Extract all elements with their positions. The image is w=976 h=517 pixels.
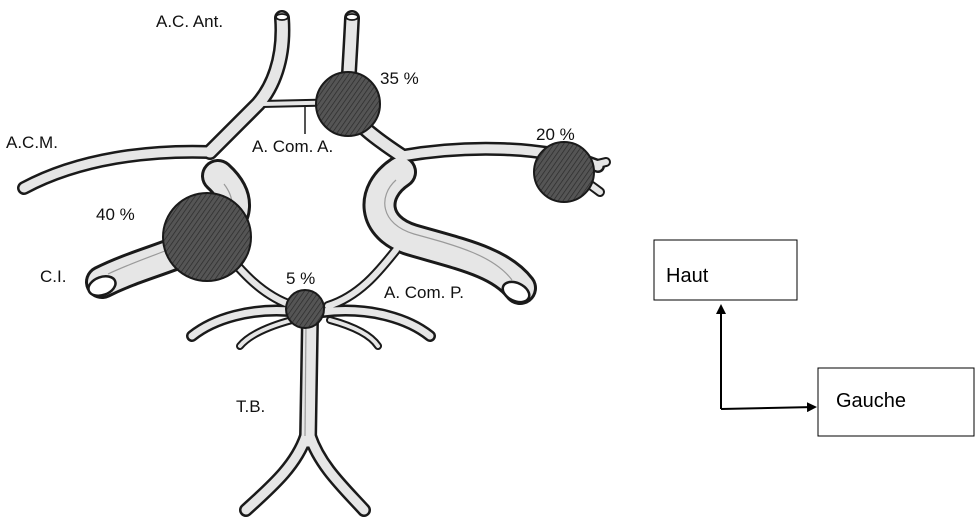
aneurysm-tb	[286, 290, 324, 328]
label-ci: C.I.	[40, 267, 66, 286]
percent-tb: 5 %	[286, 269, 315, 288]
label-acm: A.C.M.	[6, 133, 58, 152]
aneurysm-ci	[163, 193, 251, 281]
label-acomp: A. Com. P.	[384, 283, 464, 302]
left-label: Gauche	[836, 390, 906, 412]
left-aca-end	[276, 14, 288, 20]
left-arrow	[721, 407, 815, 409]
aneurysm-acm	[534, 142, 594, 202]
right-aca-end	[346, 14, 358, 20]
label-tb: T.B.	[236, 397, 265, 416]
percent-ci: 40 %	[96, 205, 135, 224]
percent-acoma: 35 %	[380, 69, 419, 88]
label-aca: A.C. Ant.	[156, 12, 223, 31]
up-label: Haut	[666, 265, 709, 287]
label-acoma: A. Com. A.	[252, 137, 333, 156]
aneurysm-acoma	[316, 72, 380, 136]
orientation-legend: Haut Gauche	[654, 240, 974, 436]
percent-acm: 20 %	[536, 125, 575, 144]
